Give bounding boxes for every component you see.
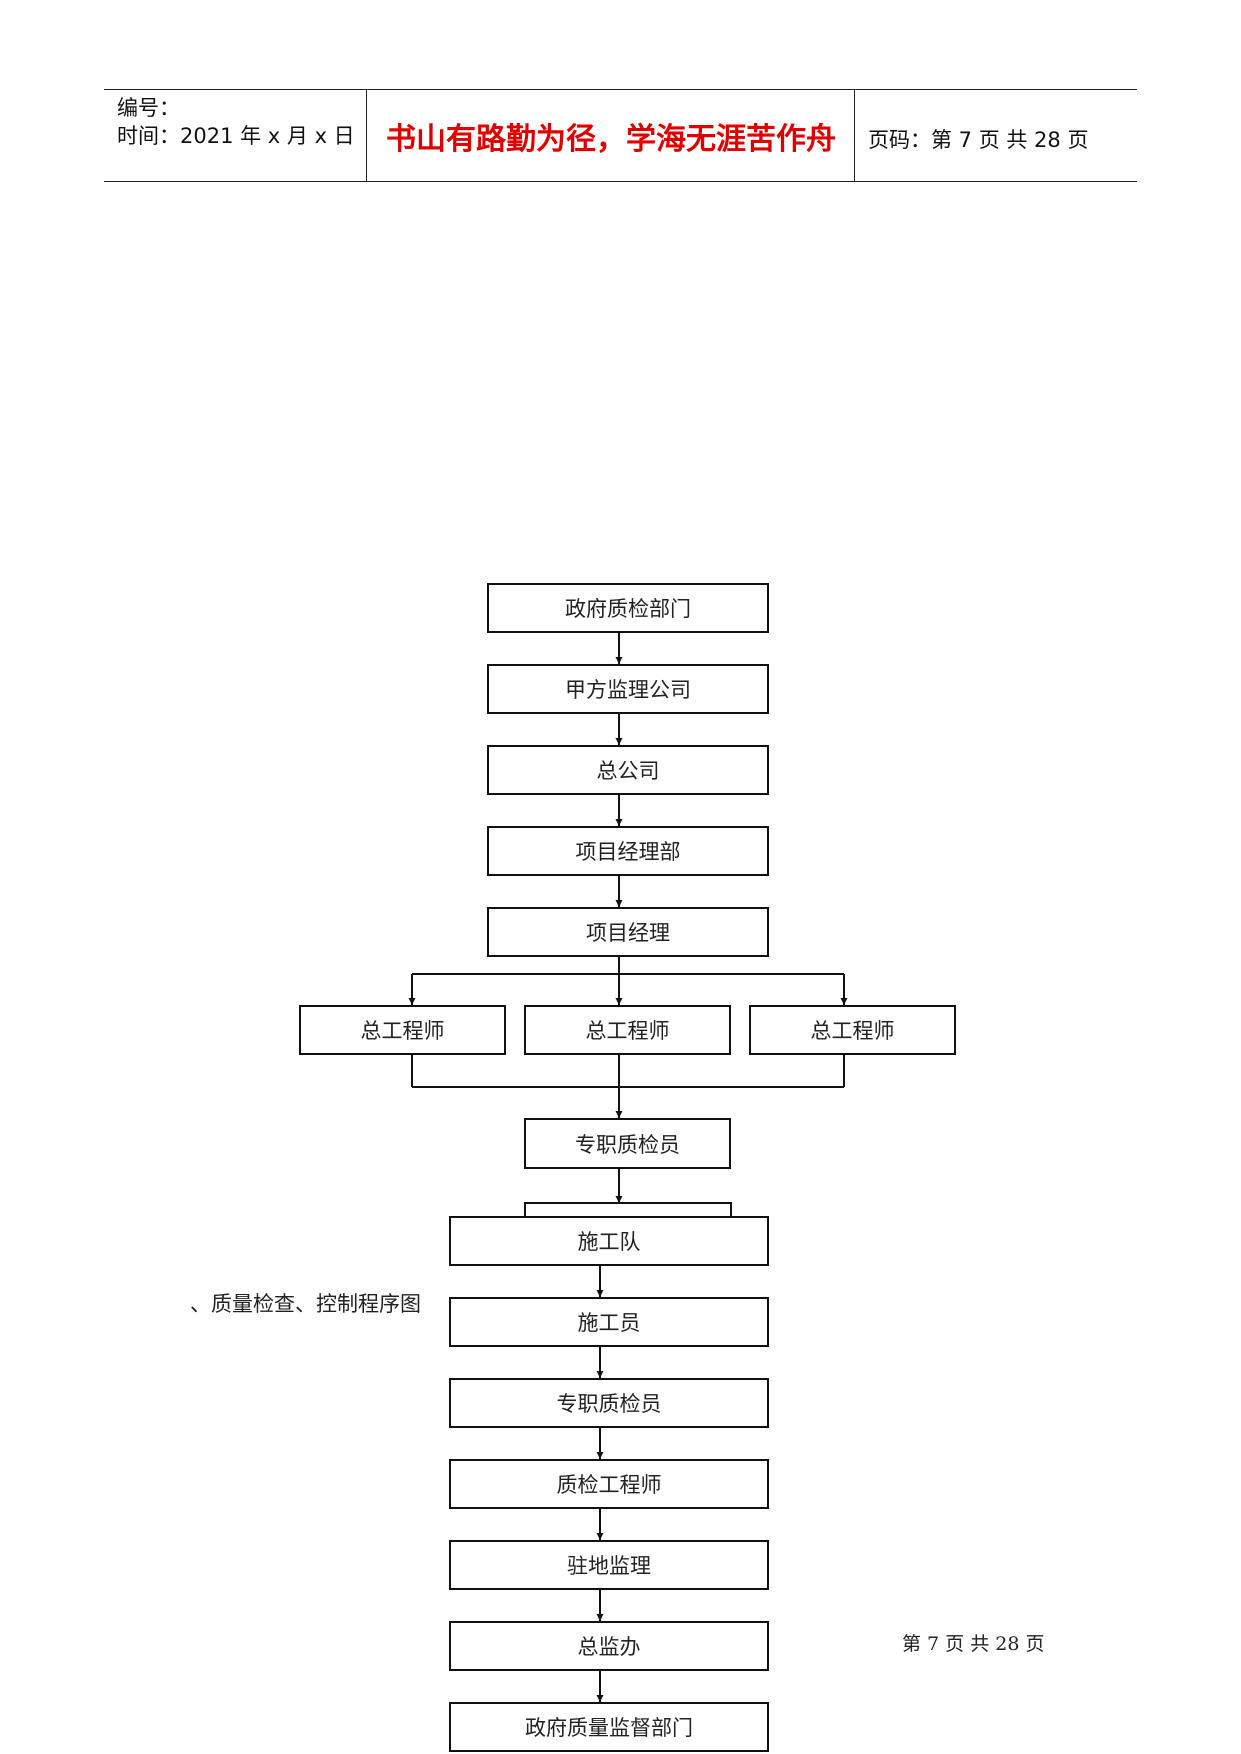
node-chief-engineer-middle: 总工程师: [524, 1005, 731, 1055]
header-page-number: 页码：第 7 页 共 28 页: [868, 128, 1089, 152]
header-bottom-rule: [104, 181, 1137, 182]
node-quality-inspector-top: 专职质检员: [524, 1118, 731, 1169]
node-client-supervision-company: 甲方监理公司: [487, 664, 769, 714]
node-head-company: 总公司: [487, 745, 769, 795]
stub-outline: [524, 1202, 732, 1216]
page-footer: 第 7 页 共 28 页: [902, 1633, 1045, 1655]
node-quality-engineer: 质检工程师: [449, 1459, 769, 1509]
header-divider-right: [854, 89, 855, 182]
diagram-caption: 、质量检查、控制程序图: [190, 1292, 421, 1316]
header-motto: 书山有路勤为径，学海无涯苦作舟: [386, 122, 836, 157]
document-date: 时间：2021 年 x 月 x 日: [117, 124, 355, 148]
node-project-manager: 项目经理: [487, 907, 769, 957]
node-resident-supervision: 驻地监理: [449, 1540, 769, 1590]
node-government-quality-dept: 政府质检部门: [487, 583, 769, 633]
node-construction-worker: 施工员: [449, 1297, 769, 1347]
node-chief-supervision-office: 总监办: [449, 1621, 769, 1671]
header-top-rule: [104, 89, 1137, 90]
node-project-management-dept: 项目经理部: [487, 826, 769, 876]
node-chief-engineer-right: 总工程师: [749, 1005, 956, 1055]
node-government-quality-supervision-dept: 政府质量监督部门: [449, 1702, 769, 1752]
header-divider-left: [366, 89, 367, 182]
node-chief-engineer-left: 总工程师: [299, 1005, 506, 1055]
node-quality-inspector-bottom: 专职质检员: [449, 1378, 769, 1428]
document-number-label: 编号：: [117, 96, 180, 120]
node-construction-team: 施工队: [449, 1216, 769, 1266]
